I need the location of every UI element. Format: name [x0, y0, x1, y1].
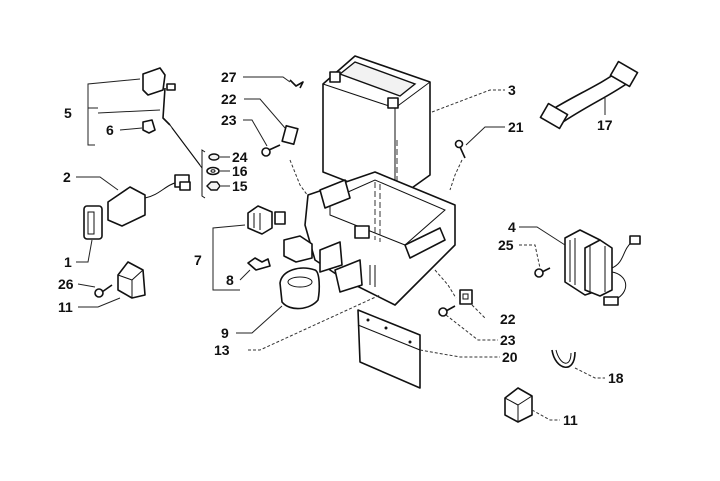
screw-25: [534, 267, 551, 278]
connector-kit: [247, 205, 313, 263]
terminal-cover-kit: [142, 67, 203, 169]
callout-23-right: 23: [500, 332, 516, 348]
callout-17: 17: [597, 117, 613, 133]
electronic-unit: [107, 174, 191, 227]
callout-2: 2: [63, 169, 71, 185]
callout-7: 7: [194, 252, 202, 268]
relay-right: [504, 387, 533, 423]
callout-5: 5: [64, 105, 72, 121]
battery: [322, 55, 431, 201]
screw-21: [454, 139, 466, 159]
cable-clamp: [551, 349, 576, 368]
rubber-holder: [279, 267, 321, 310]
callout-20: 20: [502, 349, 518, 365]
callout-18: 18: [608, 370, 624, 386]
relay-left: [117, 261, 146, 299]
callout-11-left: 11: [58, 299, 73, 315]
clip-27: [289, 79, 304, 89]
callout-13: 13: [214, 342, 230, 358]
callout-22-top: 22: [221, 91, 237, 107]
callout-11-right: 11: [563, 412, 578, 428]
leader-lines: [76, 76, 606, 421]
bracket-22-right: [459, 289, 473, 305]
screw-23-right: [438, 305, 456, 317]
callout-27: 27: [221, 69, 237, 85]
callout-16: 16: [232, 163, 248, 179]
callout-21: 21: [508, 119, 524, 135]
fastener-stack: [201, 149, 221, 199]
screw-23-top: [261, 144, 281, 157]
callout-8: 8: [226, 272, 234, 288]
callout-23-top: 23: [221, 112, 237, 128]
callout-24: 24: [232, 149, 248, 165]
callout-1: 1: [64, 254, 72, 270]
callout-22-right: 22: [500, 311, 516, 327]
callout-15: 15: [232, 178, 248, 194]
screw-26: [94, 284, 113, 298]
callout-25: 25: [498, 237, 514, 253]
callout-labels: 5 6 2 1 26 11 27 22 23 24 16 15 3 21 17 …: [58, 69, 624, 428]
callout-6: 6: [106, 122, 114, 138]
bracket-22-top: [281, 124, 299, 146]
battery-strap: [539, 60, 639, 130]
voltage-regulator: [564, 229, 641, 306]
cover-plate: [357, 309, 421, 389]
clip-8: [247, 257, 271, 271]
callout-26: 26: [58, 276, 74, 292]
callout-3: 3: [508, 82, 516, 98]
battery-box: [304, 171, 456, 306]
fuse-holder: [83, 205, 103, 240]
callout-4: 4: [508, 219, 516, 235]
callout-9: 9: [221, 325, 229, 341]
